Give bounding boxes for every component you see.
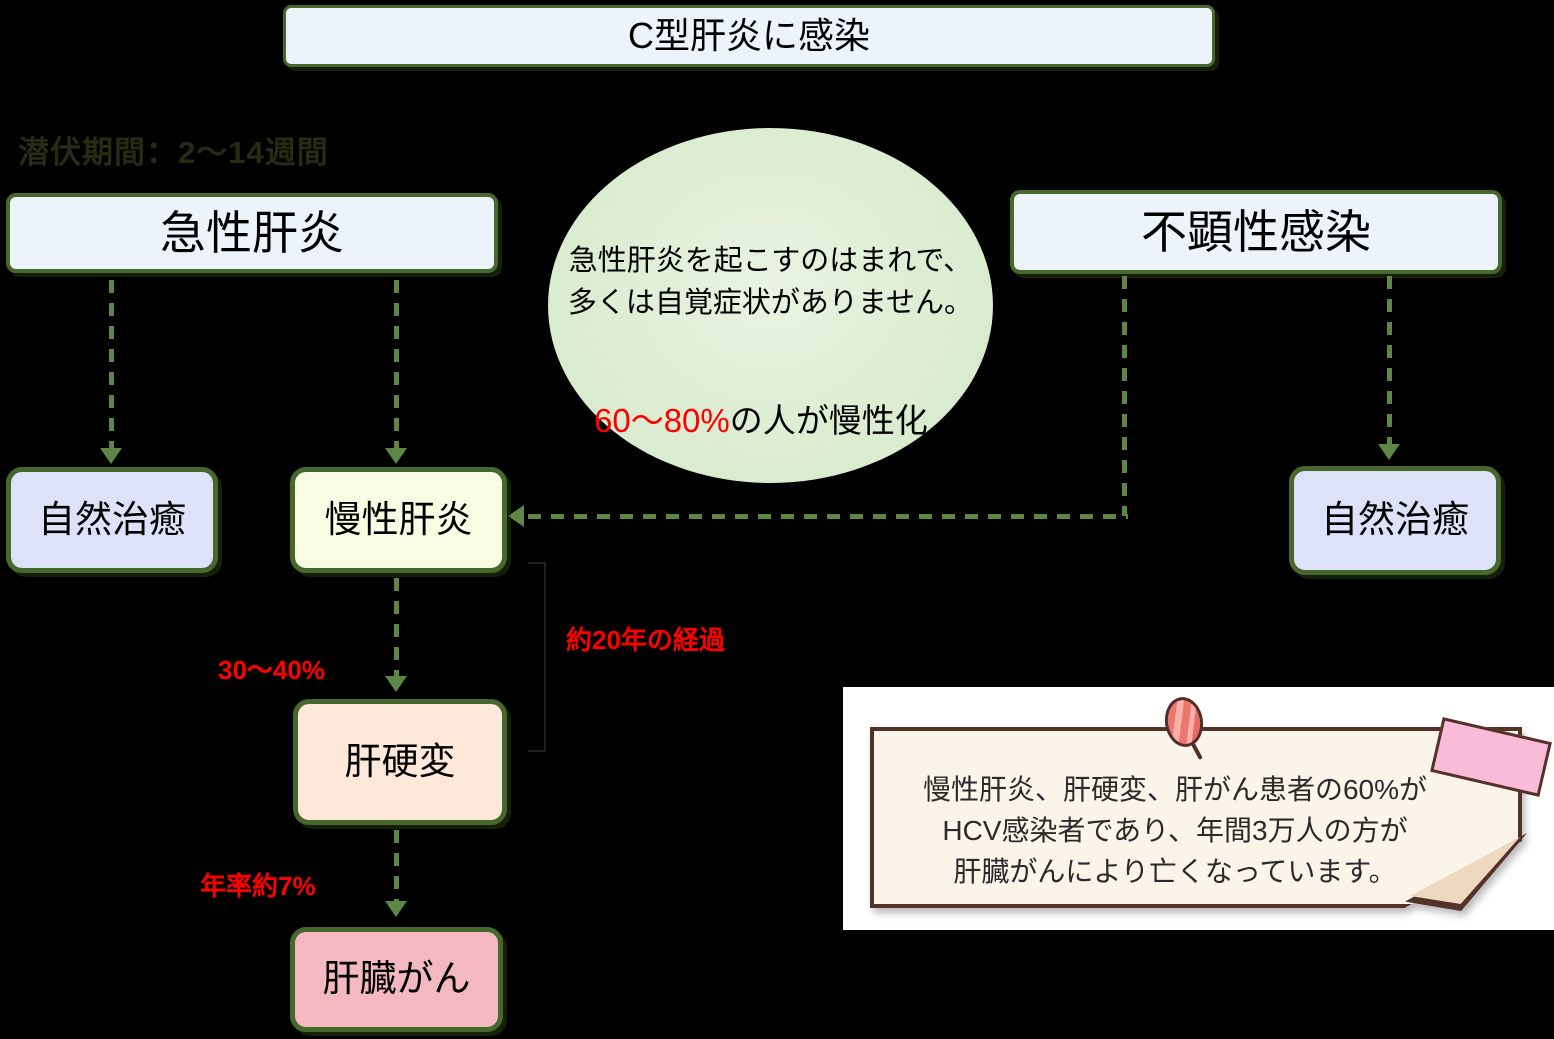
- arrow-inapparent-to-chronic-vertical-line: [1122, 276, 1127, 516]
- arrow-inapparent-to-natural-cure-line: [1387, 276, 1392, 444]
- acute-hepatitis-label: 急性肝炎: [160, 206, 344, 259]
- natural-cure-left-box: 自然治癒: [6, 467, 218, 573]
- liver-cancer-label: 肝臓がん: [322, 958, 471, 1000]
- chronic-rate-line: 60〜80%の人が慢性化: [594, 394, 928, 442]
- memo-paper-wrap: [843, 687, 1554, 930]
- infection-title-label: C型肝炎に感染: [628, 15, 870, 57]
- acute-hepatitis-box: 急性肝炎: [6, 193, 498, 273]
- liver-cancer-box: 肝臓がん: [290, 927, 503, 1032]
- chronic-rate-suffix: の人が慢性化: [729, 402, 928, 439]
- natural-cure-right-label: 自然治癒: [1321, 499, 1469, 541]
- arrow-acute-to-natural-cure-head-icon: [100, 448, 122, 464]
- chronic-rate-value: 60〜80%: [594, 402, 730, 439]
- cirrhosis-label: 肝硬変: [344, 740, 456, 782]
- twenty-year-duration-label: 約20年の経過: [566, 625, 725, 655]
- arrow-cirrhosis-to-cancer-line: [394, 830, 399, 902]
- symptom-note-ellipse: 急性肝炎を起こすのはまれで、 多くは自覚症状がありません。 60〜80%の人が慢…: [548, 128, 993, 483]
- arrow-chronic-to-cirrhosis-line: [394, 578, 399, 676]
- infection-title-box: C型肝炎に感染: [283, 5, 1215, 67]
- chronic-hepatitis-box: 慢性肝炎: [290, 467, 507, 573]
- arrow-acute-to-natural-cure-line: [109, 280, 114, 448]
- natural-cure-right-box: 自然治癒: [1289, 466, 1501, 575]
- incubation-period-label: 潜伏期間：2〜14週間: [18, 135, 329, 170]
- symptom-note-line1: 急性肝炎を起こすのはまれで、: [568, 245, 973, 277]
- twenty-year-bracket: [528, 562, 546, 752]
- memo-line1: 慢性肝炎、肝硬変、肝がん患者の60%が: [922, 774, 1428, 805]
- memo-line3: 肝臓がんにより亡くなっています。: [953, 856, 1397, 887]
- memo-text: 慢性肝炎、肝硬変、肝がん患者の60%が HCV感染者であり、年間3万人の方が 肝…: [853, 769, 1497, 892]
- memo-note: 慢性肝炎、肝硬変、肝がん患者の60%が HCV感染者であり、年間3万人の方が 肝…: [843, 687, 1554, 930]
- annual-cancer-rate-label: 年率約7%: [200, 871, 316, 901]
- chronic-hepatitis-label: 慢性肝炎: [324, 498, 473, 540]
- arrow-inapparent-to-natural-cure-head-icon: [1378, 444, 1400, 460]
- arrow-inapparent-to-chronic-head-icon: [508, 505, 524, 527]
- cirrhosis-box: 肝硬変: [293, 699, 507, 825]
- inapparent-infection-box: 不顕性感染: [1010, 190, 1502, 274]
- symptom-note-text: 急性肝炎を起こすのはまれで、 多くは自覚症状がありません。: [548, 240, 993, 324]
- symptom-note-line2: 多くは自覚症状がありません。: [567, 287, 974, 319]
- inapparent-infection-label: 不顕性感染: [1141, 205, 1371, 258]
- arrow-chronic-to-cirrhosis-head-icon: [385, 676, 407, 692]
- arrow-inapparent-to-chronic-horizontal-line: [528, 514, 1128, 519]
- arrow-acute-to-chronic-line: [394, 280, 399, 448]
- arrow-cirrhosis-to-cancer-head-icon: [385, 901, 407, 917]
- natural-cure-left-label: 自然治癒: [38, 498, 186, 540]
- memo-line2: HCV感染者であり、年間3万人の方が: [942, 815, 1408, 846]
- cirrhosis-rate-label: 30〜40%: [218, 655, 325, 685]
- arrow-acute-to-chronic-head-icon: [385, 448, 407, 464]
